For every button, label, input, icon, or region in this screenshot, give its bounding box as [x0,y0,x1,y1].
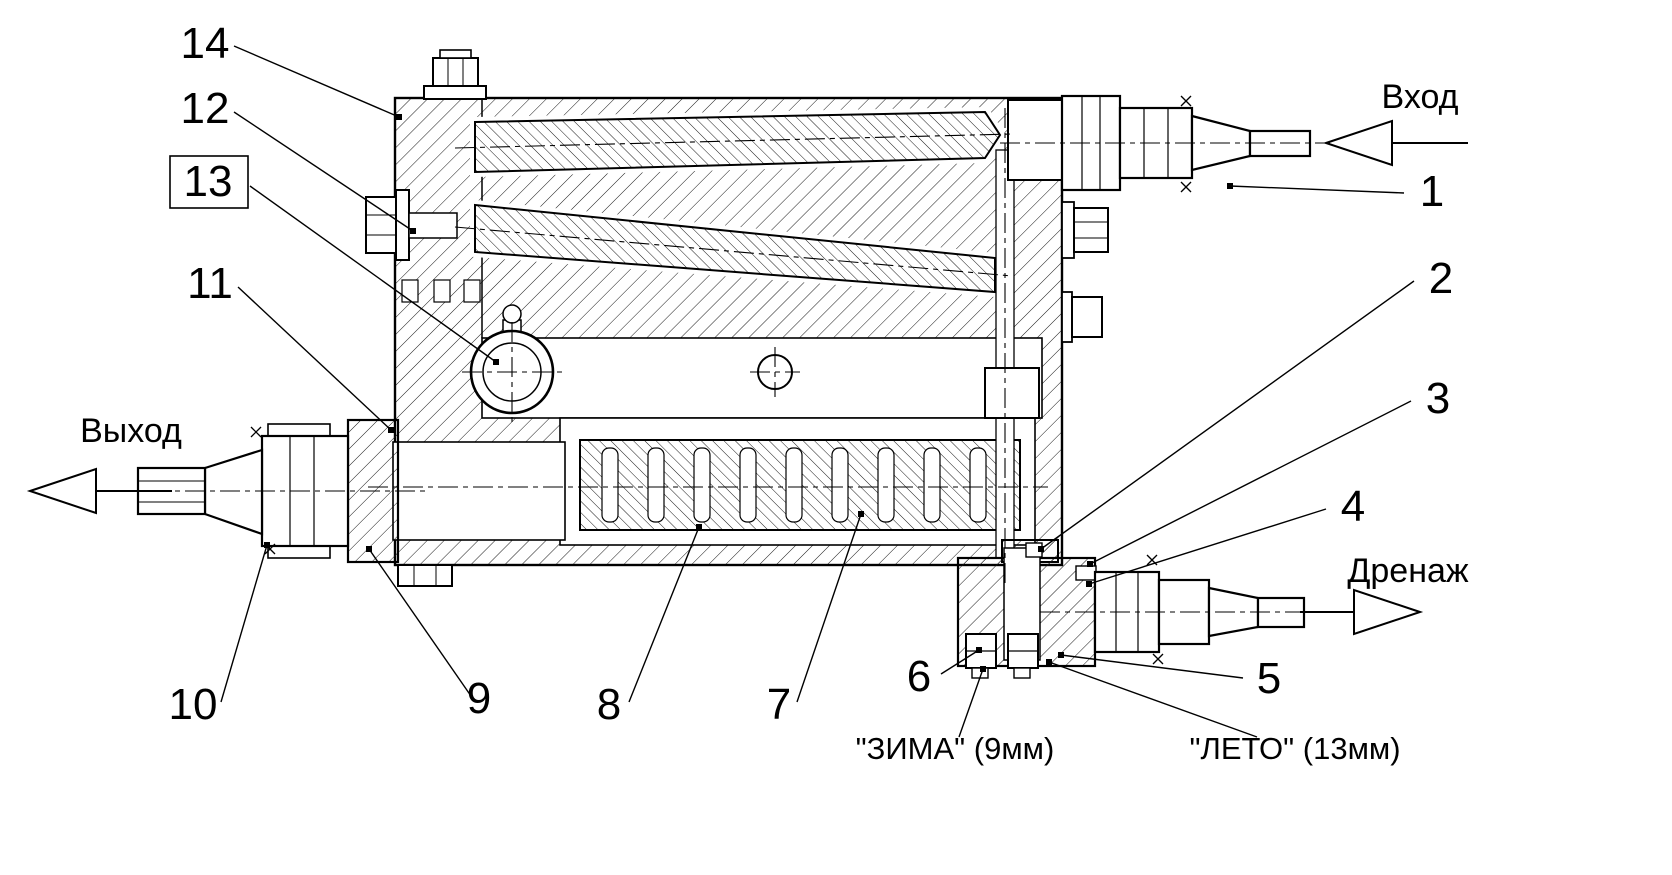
callout-9-label: 9 [467,674,491,723]
outlet-passage [392,441,566,541]
top-bolt [423,49,487,100]
callout-7-label: 7 [767,680,791,729]
tube-bundle [470,106,1006,298]
cover-notch [401,279,419,303]
summer-mode-label: "ЛЕТО" (13мм) [1189,731,1400,766]
callout-2: 2 [1038,254,1453,552]
callout-4-label: 4 [1341,482,1365,531]
filter-slot [877,447,895,523]
arrow-head-left [1322,119,1393,167]
callout-13-box [169,155,249,209]
callout-10: 10 [169,542,270,729]
filter-slot [785,447,803,523]
callout-3-label: 3 [1426,374,1450,423]
callout-7: 7 [767,511,864,729]
callout-12: 12 [181,84,416,234]
callout-13: 13 [169,155,499,365]
inlet-label: Вход [1382,78,1459,116]
callout-6-label: 6 [907,652,931,701]
filter-slot [969,447,987,523]
callout-9: 9 [366,546,491,723]
winter-mode-label: "ЗИМА" (9мм) [856,731,1055,766]
x-mark [1180,95,1192,107]
cover-notch [433,279,451,303]
inlet-flow-arrow: Вход [1322,78,1468,167]
x-mark [250,426,262,438]
callout-14: 14 [181,19,402,120]
filter-slot [647,447,665,523]
drain-label: Дренаж [1347,552,1469,590]
filter-slot [693,447,711,523]
cover-notch [463,279,481,303]
position-marks [250,95,1192,665]
summer-mode: "ЛЕТО" (13мм) [1046,659,1401,766]
right-bolts [1061,201,1109,343]
callout-6: 6 [907,647,982,701]
callout-3: 3 [1087,374,1450,567]
callout-10-label: 10 [169,680,218,729]
mounting-foot [397,564,453,587]
outlet-flow-arrow: Выход [26,412,182,515]
centerlines [115,108,1330,613]
callout-11: 11 [187,259,394,433]
x-mark [1152,653,1164,665]
callout-11-label: 11 [187,259,233,308]
callout-1-label: 1 [1420,167,1444,216]
callout-1: 1 [1227,167,1444,216]
side-bolt [365,189,458,261]
callout-2-label: 2 [1429,254,1453,303]
lower-tube [474,203,996,294]
drain-screw-side [1075,565,1097,581]
arrow-head-right [1353,588,1424,636]
filter-slot [831,447,849,523]
winter-mode: "ЗИМА" (9мм) [856,666,1055,766]
callout-8: 8 [597,524,702,729]
filter-slot [601,447,619,523]
drain-flow-arrow: Дренаж [1300,552,1469,636]
arrow-head-left [26,467,97,515]
spacer-block [984,367,1040,419]
callout-4: 4 [1086,482,1365,587]
upper-tube [474,110,1002,174]
callout-8-label: 8 [597,680,621,729]
callout-12-label: 12 [181,84,230,133]
filter-slot [923,447,941,523]
filter-element [576,436,1024,534]
outlet-label: Выход [80,412,182,450]
filter-slot [739,447,757,523]
callout-14-label: 14 [181,19,230,68]
valve-knob [502,304,522,324]
callout-13-label: 13 [184,157,233,206]
callout-5: 5 [1058,652,1281,703]
x-mark [1180,181,1192,193]
callout-5-label: 5 [1257,654,1281,703]
